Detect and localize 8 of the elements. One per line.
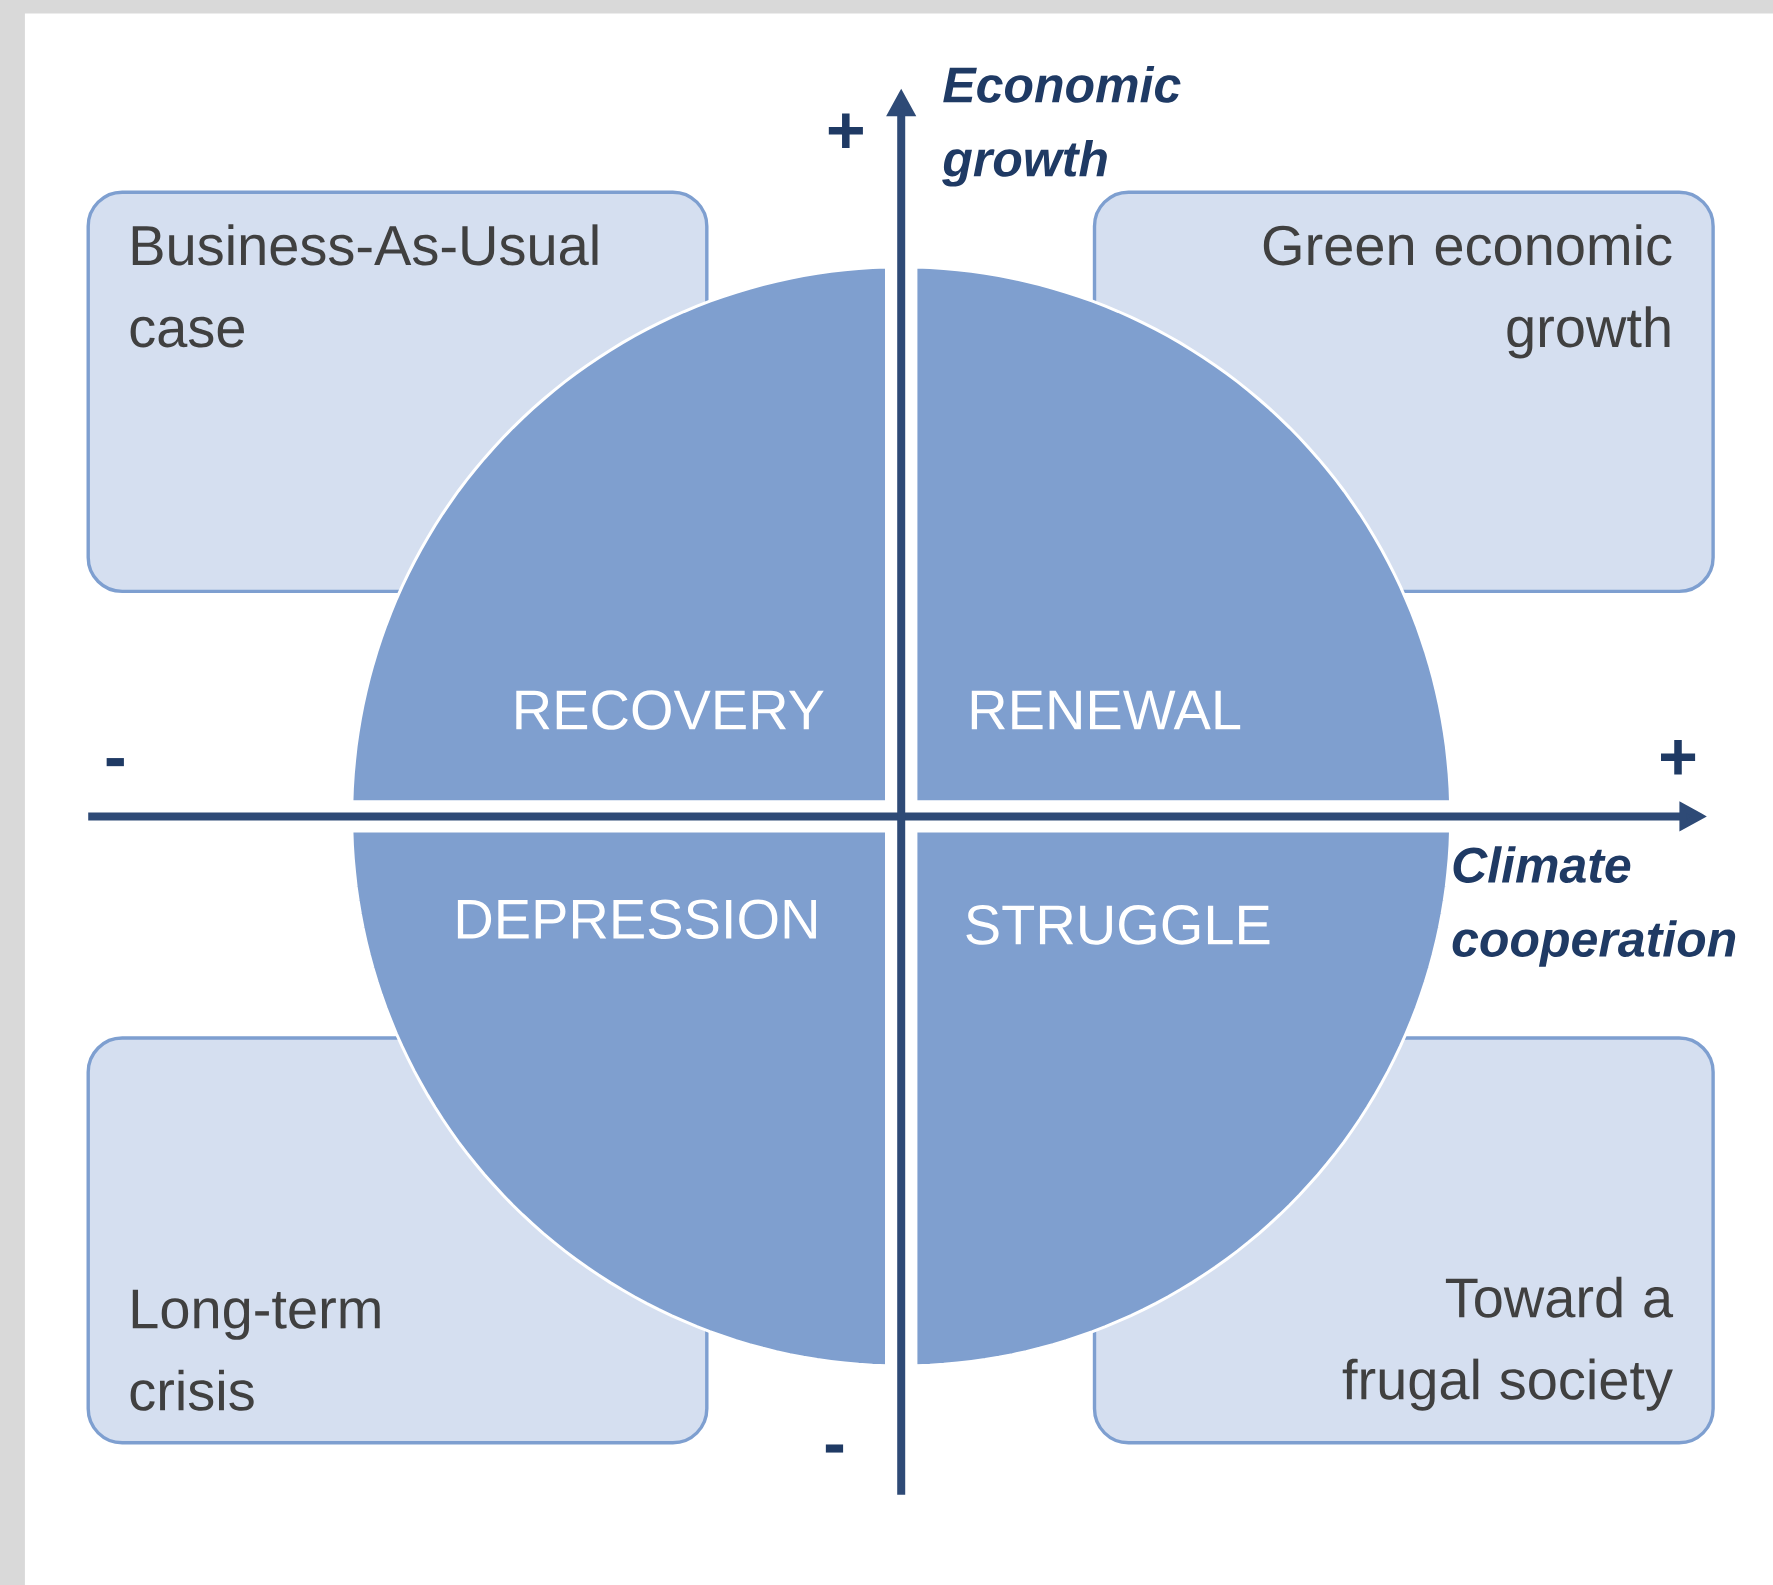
axis-sign: - [106, 758, 124, 767]
axis-sign: - [825, 1444, 844, 1453]
quadrant-sector: RENEWAL [914, 265, 1453, 804]
axis-sign: + [1661, 739, 1696, 775]
axis-sign: + [828, 113, 863, 148]
quadrant-sector: RECOVERY [350, 265, 888, 804]
axis-label: Climate cooperation [1452, 846, 1736, 967]
axis-label: Economic growth [942, 66, 1181, 187]
